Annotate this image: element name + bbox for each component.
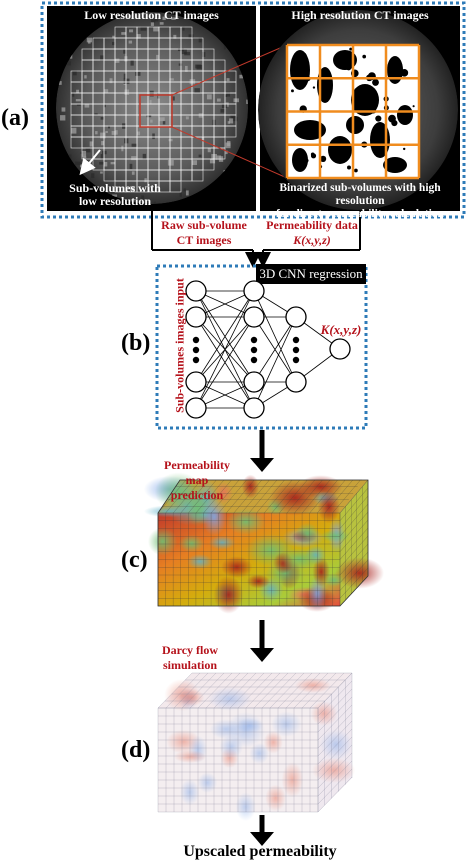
upscaled-permeability-result: Upscaled permeability [183,843,337,860]
network-nodes [185,280,351,419]
permeability-map-caption: Permeability map prediction [152,458,242,503]
cnn-header-box [256,264,366,284]
low-res-subvolume-grid [70,26,237,193]
arrow-c-to-d-head [250,648,274,662]
panel-label-c: (c) [121,547,148,573]
permeability-data-line1: Permeability data [266,218,358,232]
selected-subvolume-box [139,94,173,128]
raw-subvolume-label: Raw sub-volume CT images [155,218,253,248]
darcy-flow-caption-line1: Darcy flow [161,643,219,657]
darcy-flow-caption-line2: simulation [162,658,217,672]
raw-subvolume-line1: Raw sub-volume [161,218,247,232]
permeability-map-caption-line2: prediction [170,488,224,502]
high-res-subvolume-grid [285,43,421,180]
high-res-title: High resolution CT images [291,8,429,22]
permeability-map-cube [143,472,384,614]
input-axis-label: Sub-volumes images input [172,278,187,413]
permeability-data-label: Permeability data K(x,y,z) [266,218,358,248]
darcy-flow-caption: Darcy flow simulation [150,643,230,673]
darcy-flow-cube [157,672,356,822]
low-res-caption: Sub-volumes with low resolution [50,182,180,208]
panel-label-d: (d) [121,737,151,763]
panel-label-b: (b) [121,330,151,356]
arrow-b-to-c-head [250,458,274,472]
binarized-pore-structure [290,47,415,173]
panel-label-a: (a) [1,105,29,131]
low-res-caption-line2: low resolution [78,194,152,208]
permeability-map-caption-line1: Permeability map [164,458,230,487]
low-res-caption-line1: Sub-volumes with [69,181,161,195]
panel-a-frame [40,1,466,219]
zoom-line-bottom [171,126,288,179]
low-res-title: Low resolution CT images [84,8,219,22]
cnn-header: 3D CNN regression [259,266,363,281]
permeability-data-line2: K(x,y,z) [293,233,331,247]
network-connections [195,290,341,409]
subvolume-pointer-arrow [79,149,101,176]
zoom-line-top [171,44,288,96]
high-res-caption: Binarized sub-volumes with high resoluti… [256,182,464,221]
output-k-label: K(x,y,z) [320,322,362,337]
arrow-d-to-result-head [250,832,274,846]
raw-subvolume-line2: CT images [176,233,232,247]
high-res-caption-line1: Binarized sub-volumes with high resoluti… [279,182,441,207]
high-res-caption-line2: for direct permeability calculation [276,208,444,220]
